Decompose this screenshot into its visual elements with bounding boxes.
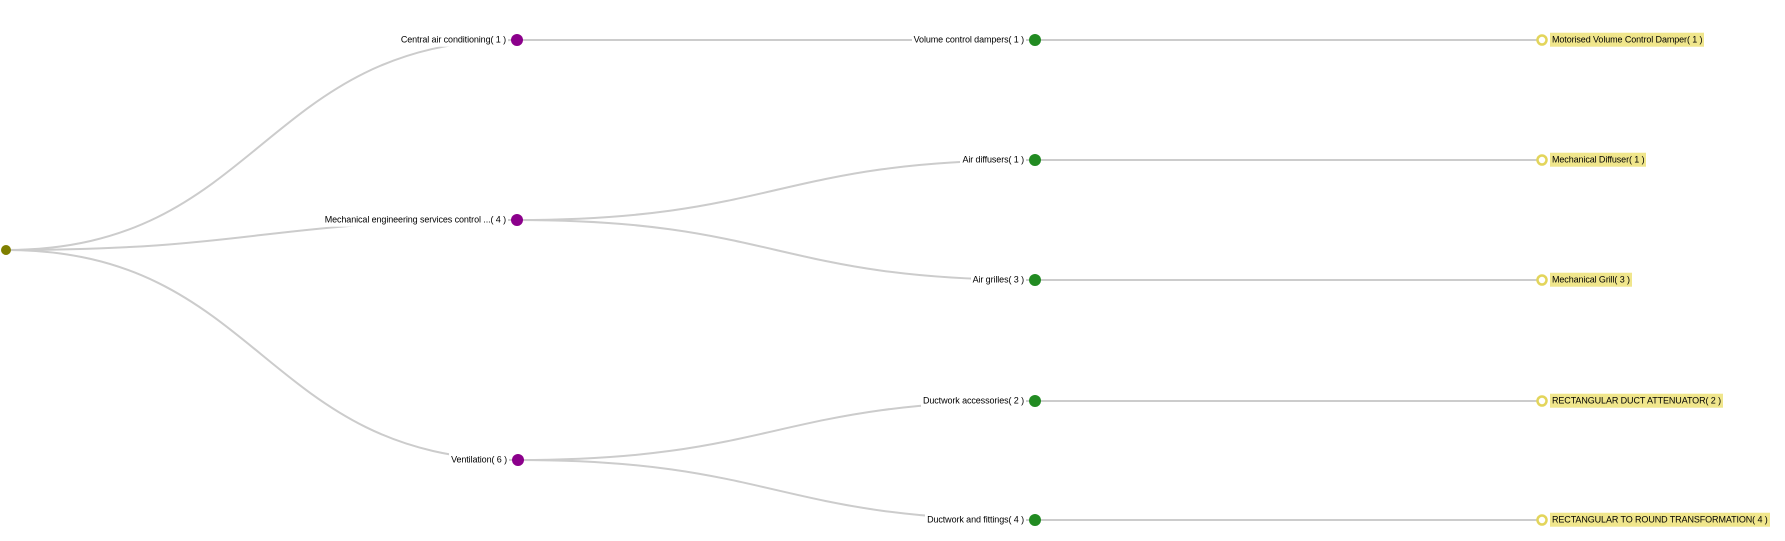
- node-circle-mechanical-grill[interactable]: [1536, 274, 1548, 286]
- link-ventilation-to-ductwork-and-fittings: [517, 459, 1036, 521]
- node-label-volume-control-dampers[interactable]: Volume control dampers( 1 ): [911, 32, 1026, 47]
- node-circle-ductwork-and-fittings[interactable]: [1029, 514, 1041, 526]
- root-node-circle[interactable]: [1, 245, 11, 255]
- link-root-to-ventilation: [5, 249, 519, 461]
- node-label-air-diffusers[interactable]: Air diffusers( 1 ): [960, 152, 1026, 167]
- node-circle-air-grilles[interactable]: [1029, 274, 1041, 286]
- node-circle-mechanical-engineering-services[interactable]: [511, 214, 523, 226]
- link-mechanical-engineering-to-air-diffusers: [516, 159, 1036, 221]
- node-label-mechanical-engineering-services[interactable]: Mechanical engineering services control …: [322, 212, 508, 227]
- node-label-rectangular-duct-attenuator[interactable]: RECTANGULAR DUCT ATTENUATOR( 2 ): [1550, 393, 1723, 408]
- node-label-mechanical-grill[interactable]: Mechanical Grill( 3 ): [1550, 272, 1632, 287]
- node-label-mechanical-diffuser[interactable]: Mechanical Diffuser( 1 ): [1550, 152, 1647, 167]
- node-circle-volume-control-dampers[interactable]: [1029, 34, 1041, 46]
- node-label-air-grilles[interactable]: Air grilles( 3 ): [970, 272, 1026, 287]
- node-label-ductwork-and-fittings[interactable]: Ductwork and fittings( 4 ): [925, 512, 1026, 527]
- node-circle-air-diffusers[interactable]: [1029, 154, 1041, 166]
- node-circle-ductwork-accessories[interactable]: [1029, 395, 1041, 407]
- node-label-ventilation[interactable]: Ventilation( 6 ): [449, 452, 509, 467]
- node-circle-mechanical-diffuser[interactable]: [1536, 154, 1548, 166]
- node-label-ductwork-accessories[interactable]: Ductwork accessories( 2 ): [920, 393, 1026, 408]
- node-circle-central-air-conditioning[interactable]: [511, 34, 523, 46]
- node-circle-motorised-volume-control-damper[interactable]: [1536, 34, 1548, 46]
- node-circle-ventilation[interactable]: [512, 454, 524, 466]
- link-mechanical-engineering-to-air-grilles: [516, 219, 1036, 281]
- node-label-central-air-conditioning[interactable]: Central air conditioning( 1 ): [398, 32, 508, 47]
- link-ventilation-to-ductwork-accessories: [517, 400, 1036, 461]
- node-label-rectangular-to-round-transformation[interactable]: RECTANGULAR TO ROUND TRANSFORMATION( 4 ): [1550, 512, 1770, 527]
- node-circle-rectangular-duct-attenuator[interactable]: [1536, 395, 1548, 407]
- node-circle-rectangular-to-round-transformation[interactable]: [1536, 514, 1548, 526]
- node-label-motorised-volume-control-damper[interactable]: Motorised Volume Control Damper( 1 ): [1550, 32, 1705, 47]
- link-root-to-central-air-conditioning: [5, 39, 518, 251]
